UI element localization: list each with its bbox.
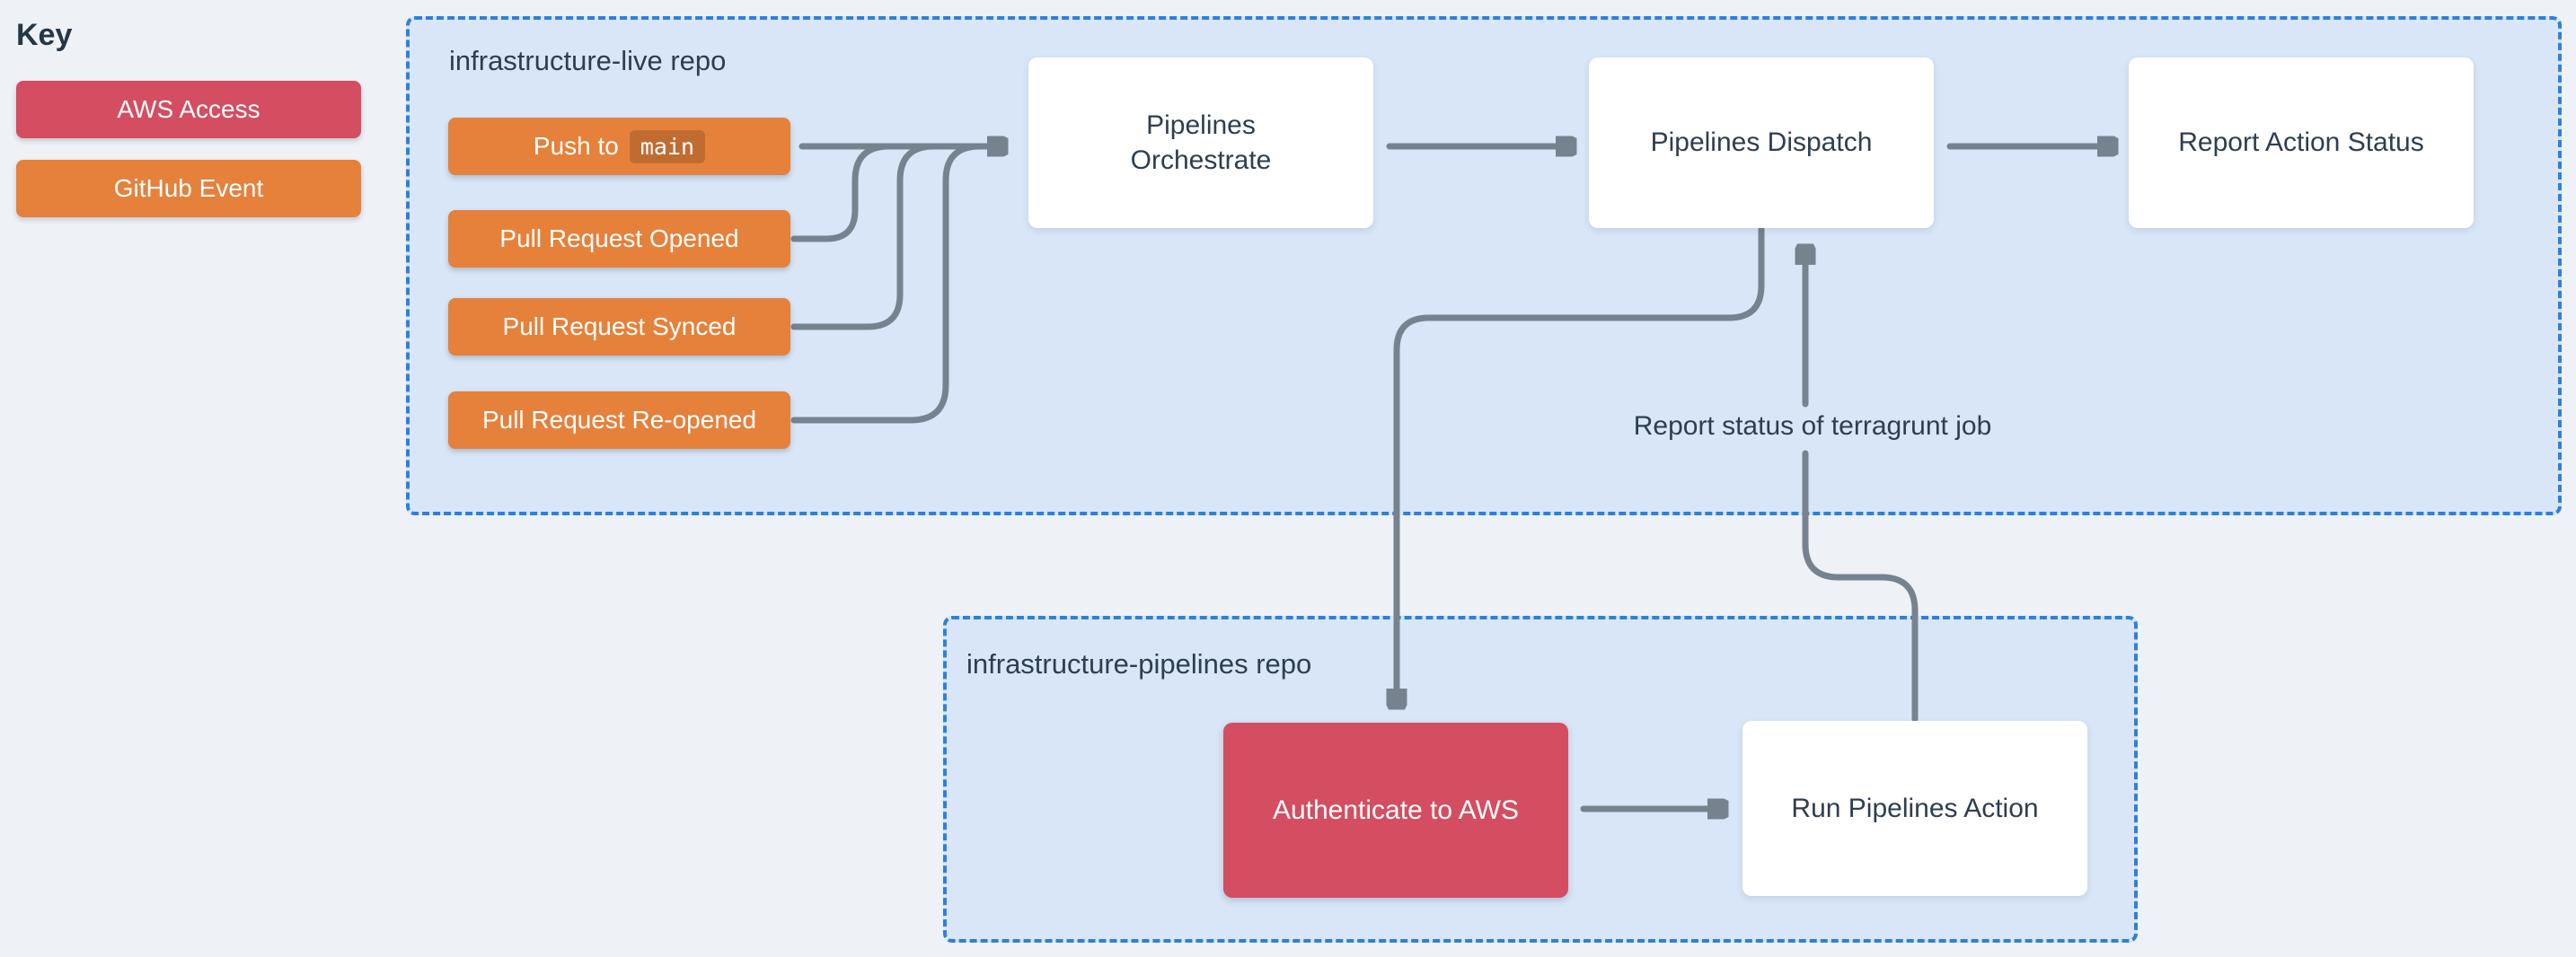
node-run-pipelines-action-label: Run Pipelines Action bbox=[1791, 793, 2039, 823]
node-authenticate-to-aws: Authenticate to AWS bbox=[1223, 723, 1568, 898]
report-status-label: Report status of terragrunt job bbox=[1633, 411, 1992, 441]
node-report-action-status: Report Action Status bbox=[2129, 57, 2474, 228]
key-item-aws-access-label: AWS Access bbox=[117, 95, 260, 123]
event-pull-request-opened: Pull Request Opened bbox=[448, 210, 790, 268]
key-item-github-event-label: GitHub Event bbox=[113, 174, 264, 202]
node-run-pipelines-action: Run Pipelines Action bbox=[1742, 721, 2087, 896]
infrastructure-pipelines-repo-label: infrastructure-pipelines repo bbox=[966, 648, 1312, 680]
node-authenticate-to-aws-label: Authenticate to AWS bbox=[1272, 795, 1520, 825]
event-push-label: Push to bbox=[533, 132, 619, 160]
node-pipelines-orchestrate-label: Pipelines Orchestrate bbox=[1130, 110, 1272, 175]
key-title: Key bbox=[16, 18, 73, 52]
event-pr-synced-label: Pull Request Synced bbox=[502, 312, 737, 340]
event-pr-reopened-label: Pull Request Re-opened bbox=[481, 406, 757, 434]
event-pull-request-synced: Pull Request Synced bbox=[448, 298, 790, 356]
branch-code-chip: main bbox=[629, 129, 706, 163]
node-pipelines-orchestrate: Pipelines Orchestrate bbox=[1028, 57, 1373, 228]
node-pipelines-dispatch: Pipelines Dispatch bbox=[1589, 57, 1934, 228]
node-pipelines-dispatch-label: Pipelines Dispatch bbox=[1650, 127, 1873, 157]
key-item-github-event: GitHub Event bbox=[16, 160, 361, 217]
infrastructure-live-repo-label: infrastructure-live repo bbox=[449, 45, 727, 76]
node-report-action-status-label: Report Action Status bbox=[2178, 127, 2424, 157]
event-pr-opened-label: Pull Request Opened bbox=[499, 224, 739, 252]
event-pull-request-reopened: Pull Request Re-opened bbox=[448, 391, 790, 449]
key-item-aws-access: AWS Access bbox=[16, 81, 361, 138]
event-push-to-main: Push to main bbox=[448, 118, 790, 175]
